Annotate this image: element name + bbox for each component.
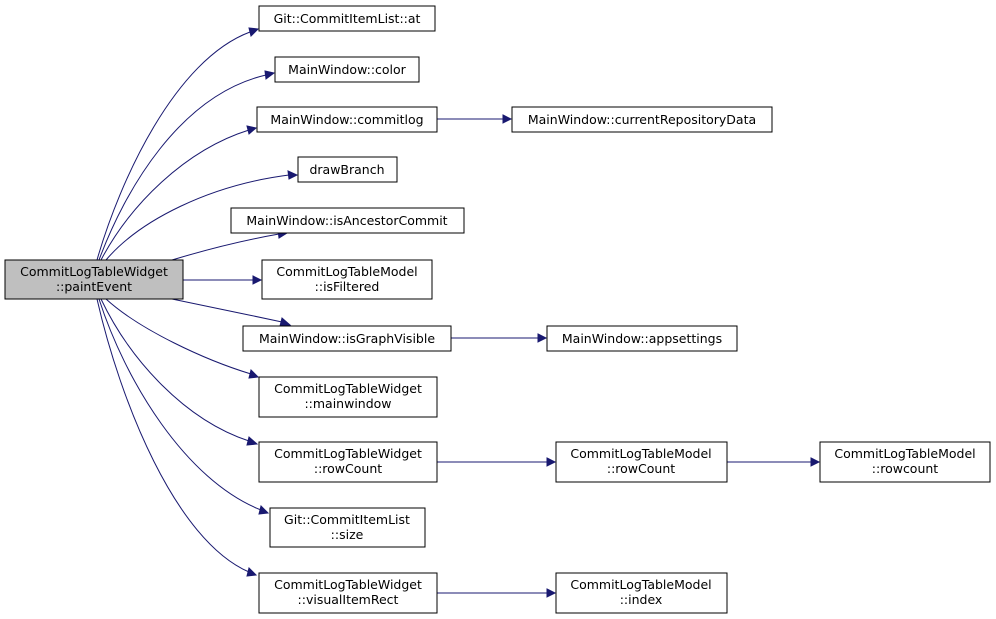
- edge-root-to-rowcount: [100, 298, 250, 442]
- edge-root-to-color: [98, 74, 267, 261]
- node-label: MainWindow::isGraphVisible: [259, 331, 435, 346]
- node-label: CommitLogTableModel: [276, 264, 417, 279]
- node-label: ::visualItemRect: [298, 592, 399, 607]
- node-commitlogtablewidget-visualitemrect[interactable]: CommitLogTableWidget ::visualItemRect: [258, 572, 438, 614]
- node-label: MainWindow::appsettings: [562, 331, 722, 346]
- arrow-root-to-at: [248, 27, 260, 37]
- node-label: ::isFiltered: [315, 279, 380, 294]
- node-label: ::paintEvent: [56, 279, 132, 294]
- node-commitlogtablemodel-index[interactable]: CommitLogTableModel ::index: [555, 572, 728, 614]
- node-label: Git::CommitItemList: [284, 512, 410, 527]
- edge-root-to-isgraphvisible: [171, 298, 283, 323]
- arrow-isgraphvisible-to-appsettings: [537, 333, 548, 343]
- node-label: CommitLogTableWidget: [274, 577, 422, 592]
- edge-root-to-visualitemrect: [96, 298, 250, 573]
- arrow-commitlog-to-currentrepositorydata: [502, 114, 513, 124]
- arrow-root-to-isgraphvisible: [279, 317, 292, 327]
- node-commitlogtablewidget-mainwindow[interactable]: CommitLogTableWidget ::mainwindow: [258, 376, 438, 418]
- node-label: CommitLogTableWidget: [274, 446, 422, 461]
- arrow-root-to-rowcount: [246, 436, 259, 446]
- arrow-rowcountwidget-to-rowcountmodel: [546, 457, 557, 467]
- arrow-visualitemrect-to-index: [546, 588, 557, 598]
- node-root-paintevent[interactable]: CommitLogTableWidget ::paintEvent: [4, 259, 184, 300]
- node-label: MainWindow::isAncestorCommit: [246, 213, 447, 228]
- node-label: CommitLogTableWidget: [20, 264, 168, 279]
- node-commitlogtablemodel-rowcount[interactable]: CommitLogTableModel ::rowCount: [555, 441, 728, 483]
- node-commitlogtablewidget-rowcount[interactable]: CommitLogTableWidget ::rowCount: [258, 441, 438, 483]
- node-label: MainWindow::currentRepositoryData: [528, 112, 756, 127]
- node-mainwindow-appsettings[interactable]: MainWindow::appsettings: [546, 325, 738, 352]
- node-label: ::size: [331, 527, 364, 542]
- node-commitlogtablemodel-isfiltered[interactable]: CommitLogTableModel ::isFiltered: [261, 259, 433, 300]
- arrow-root-to-commitlog: [246, 125, 258, 135]
- node-label: CommitLogTableModel: [834, 446, 975, 461]
- node-label: CommitLogTableWidget: [274, 381, 422, 396]
- node-label: CommitLogTableModel: [570, 446, 711, 461]
- node-label: Git::CommitItemList::at: [274, 11, 421, 26]
- arrow-root-to-isfiltered: [252, 275, 263, 285]
- node-commititemlist-at[interactable]: Git::CommitItemList::at: [258, 5, 436, 32]
- arrow-root-to-drawbranch: [287, 170, 299, 180]
- node-mainwindow-commitlog[interactable]: MainWindow::commitlog: [256, 106, 438, 133]
- edge-root-to-commitlog: [100, 129, 250, 261]
- edge-root-to-size: [98, 298, 262, 511]
- node-label: MainWindow::color: [288, 62, 407, 77]
- arrow-rowcountmodel-to-rowcount: [810, 457, 821, 467]
- node-mainwindow-color[interactable]: MainWindow::color: [274, 56, 420, 83]
- node-mainwindow-isancestorcommit[interactable]: MainWindow::isAncestorCommit: [230, 207, 465, 234]
- node-label: CommitLogTableModel: [570, 577, 711, 592]
- node-label: ::index: [620, 592, 663, 607]
- edges: [96, 27, 821, 598]
- node-label: drawBranch: [309, 162, 384, 177]
- node-label: ::rowCount: [607, 461, 675, 476]
- node-label: MainWindow::commitlog: [270, 112, 423, 127]
- node-commitlogtablemodel-rowcount-lower[interactable]: CommitLogTableModel ::rowcount: [819, 441, 991, 483]
- node-label: ::mainwindow: [304, 396, 391, 411]
- arrow-root-to-visualitemrect: [246, 567, 258, 577]
- edge-root-to-at: [96, 31, 251, 261]
- node-mainwindow-currentrepositorydata[interactable]: MainWindow::currentRepositoryData: [511, 106, 773, 133]
- arrow-root-to-color: [264, 70, 276, 80]
- edge-root-to-mainwindow: [105, 298, 252, 375]
- node-label: ::rowcount: [872, 461, 939, 476]
- node-commititemlist-size[interactable]: Git::CommitItemList ::size: [269, 507, 426, 548]
- arrow-root-to-mainwindow: [248, 369, 260, 379]
- edge-root-to-isancestor: [171, 233, 280, 261]
- node-drawbranch[interactable]: drawBranch: [297, 156, 398, 183]
- node-mainwindow-isgraphvisible[interactable]: MainWindow::isGraphVisible: [242, 325, 452, 352]
- edge-root-to-drawbranch: [105, 174, 290, 261]
- arrow-root-to-size: [258, 505, 270, 515]
- node-label: ::rowCount: [314, 461, 382, 476]
